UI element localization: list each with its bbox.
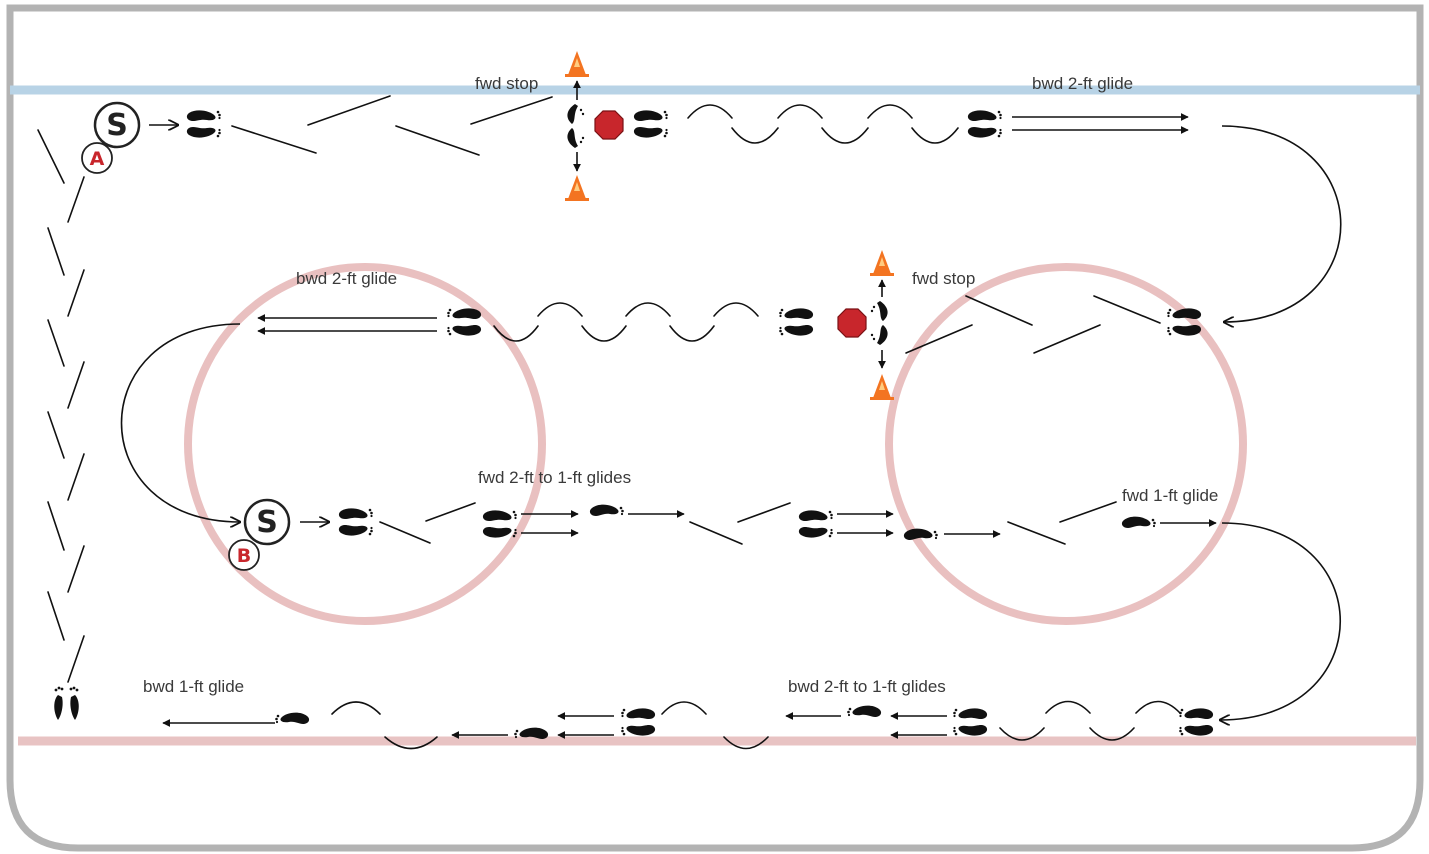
label-fwd-1ft-glide: fwd 1-ft glide [1122,486,1218,505]
label-bwd-2ft-glide-mid: bwd 2-ft glide [296,269,397,288]
backward-crossover-arcs-2 [493,302,759,342]
stop-sign-icon [837,308,867,338]
label-fwd-2ft-to-1ft-glides: fwd 2-ft to 1-ft glides [478,468,631,487]
label-bwd-1ft-glide: bwd 1-ft glide [143,677,244,696]
two-foot-skate-icon [338,508,373,536]
stop-sign-icon [594,110,624,140]
forward-stride-lines-3 [379,502,476,544]
forward-stride-lines-1 [231,95,553,156]
cone-icon [870,250,894,276]
two-foot-skate-icon [1179,708,1214,736]
two-foot-skate-icon [953,708,988,736]
faceoff-circle-right [885,263,1247,625]
start-letter-a: S [106,108,128,143]
label-fwd-stop-top: fwd stop [475,74,538,93]
two-foot-skate-icon [967,110,1002,138]
two-foot-skate-icon [779,308,814,336]
turn-arc-bottom-right [1220,522,1341,720]
two-foot-skate-icon [186,110,221,138]
two-foot-skate-icon [798,510,833,538]
two-foot-skate-icon [633,110,668,138]
backward-crossover-arcs-3 [999,700,1181,741]
one-foot-skate-icon [275,712,310,724]
fwd-stop-mid-skates [870,301,888,345]
one-foot-skate-icon [1121,516,1156,528]
start-icon [243,498,291,546]
footprints-icon [54,686,79,720]
group-a-letter: A [90,148,105,170]
backward-crossover-arcs-1 [687,104,959,144]
faceoff-circle-left [184,263,546,625]
start-marker-a: S A [81,101,141,174]
cone-icon [565,51,589,77]
start-icon [93,101,141,149]
group-b-badge [228,539,260,571]
forward-stride-lines-4 [689,502,791,545]
fwd-stop-top-skates [567,104,585,148]
one-foot-skate-icon [847,705,882,717]
label-bwd-2ft-to-1ft-glides: bwd 2-ft to 1-ft glides [788,677,946,696]
group-a-badge [81,142,113,174]
one-foot-skate-icon [589,504,624,516]
cone-icon [565,175,589,201]
start-marker-b: S B [228,498,291,571]
forward-stride-lines-left [37,129,85,683]
forward-stride-lines-5 [1007,501,1117,545]
backward-crossover-arcs-4 [661,701,769,750]
turn-arc-mid-left [120,323,241,522]
two-foot-skate-icon [482,510,517,538]
two-foot-skate-icon [621,708,656,736]
label-fwd-stop-mid: fwd stop [912,269,975,288]
start-letter-b: S [256,505,278,540]
group-b-letter: B [237,545,251,567]
rink-boards [6,4,1424,852]
forward-stride-lines-2 [905,295,1161,354]
turn-arc-top-right [1221,125,1342,322]
two-foot-skate-icon [447,308,482,336]
cone-icon [870,374,894,400]
backward-crossover-arcs-5 [331,701,438,750]
label-bwd-2ft-glide-top: bwd 2-ft glide [1032,74,1133,93]
